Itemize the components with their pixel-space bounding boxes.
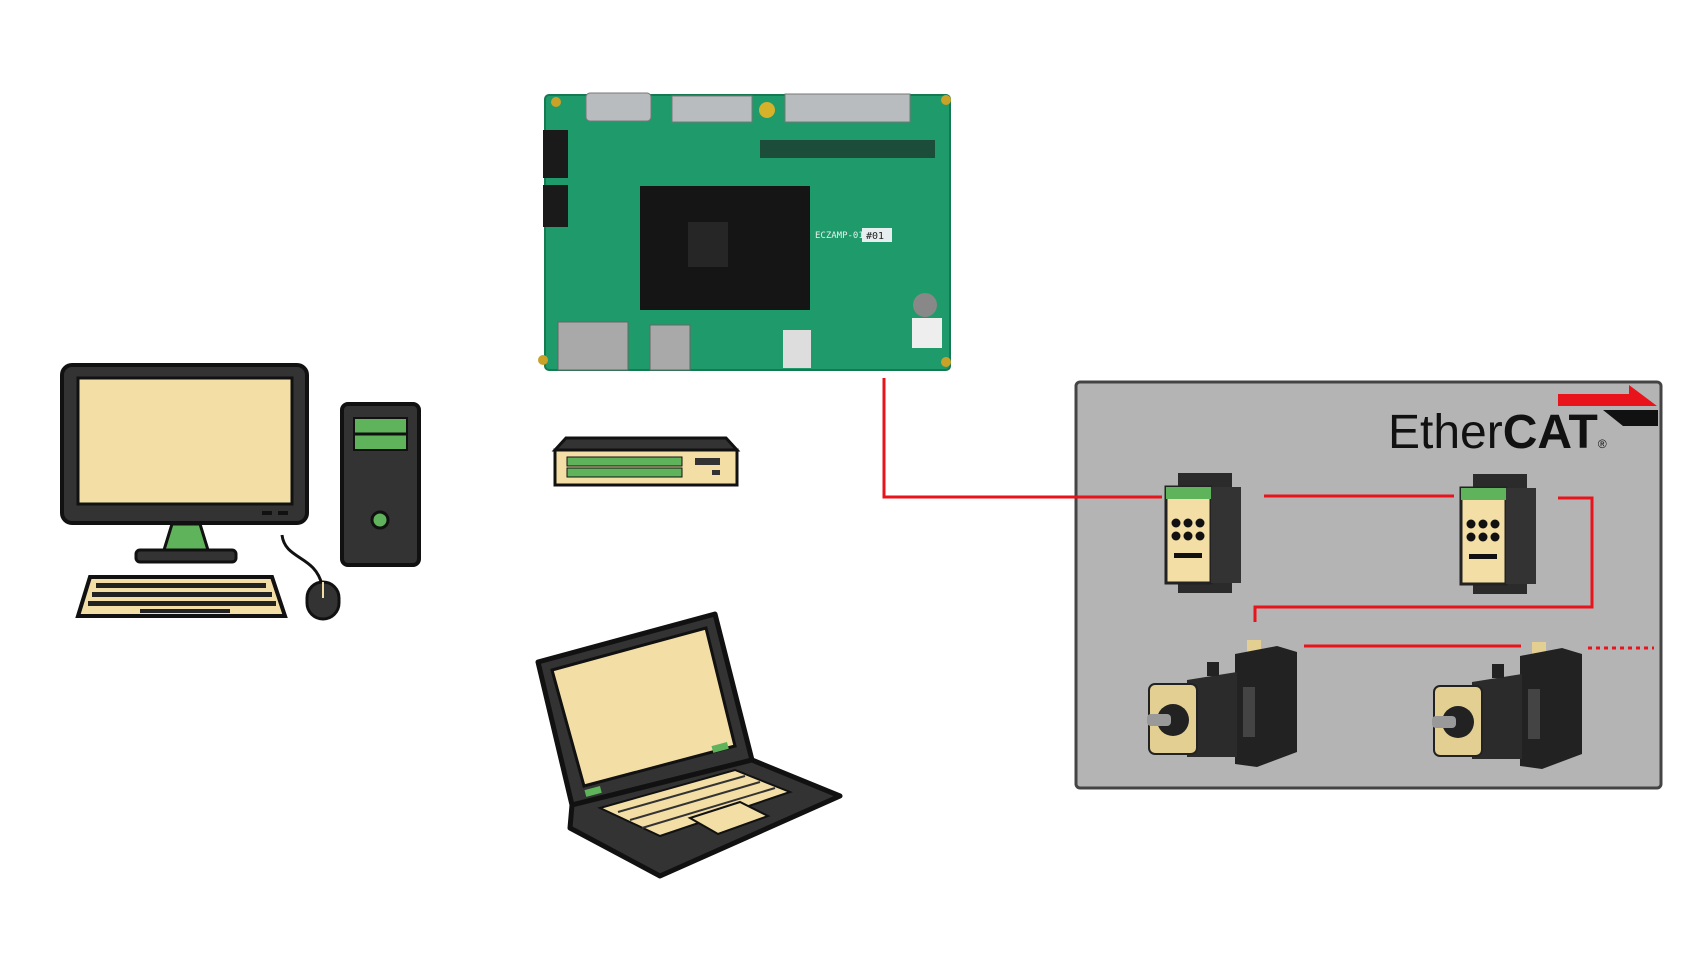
controller-board: ECZAMP-01A #01 xyxy=(538,92,951,371)
pc-tower xyxy=(340,402,421,567)
servo-drive-1 xyxy=(1147,640,1297,767)
ethercat-network-panel: EtherCAT® xyxy=(882,378,1663,790)
board-number-label: #01 xyxy=(866,231,884,242)
ethercat-io-module-1 xyxy=(1164,473,1241,593)
link-io2-to-servo1 xyxy=(1253,496,1594,622)
network-switch xyxy=(551,436,741,487)
ethercat-links xyxy=(882,378,1654,650)
mouse-cable xyxy=(280,534,324,586)
mouse xyxy=(305,580,341,621)
link-board-to-io1 xyxy=(882,378,1162,499)
ethercat-logo: EtherCAT® xyxy=(1388,385,1658,459)
servo-drive-2 xyxy=(1432,642,1582,769)
laptop xyxy=(535,611,843,879)
desktop-pc xyxy=(60,363,421,621)
ethercat-io-module-2 xyxy=(1459,474,1536,594)
monitor xyxy=(60,363,309,564)
board-model-label: ECZAMP-01A xyxy=(815,231,870,241)
keyboard xyxy=(75,575,288,618)
ethercat-logo-text: EtherCAT® xyxy=(1388,406,1607,459)
